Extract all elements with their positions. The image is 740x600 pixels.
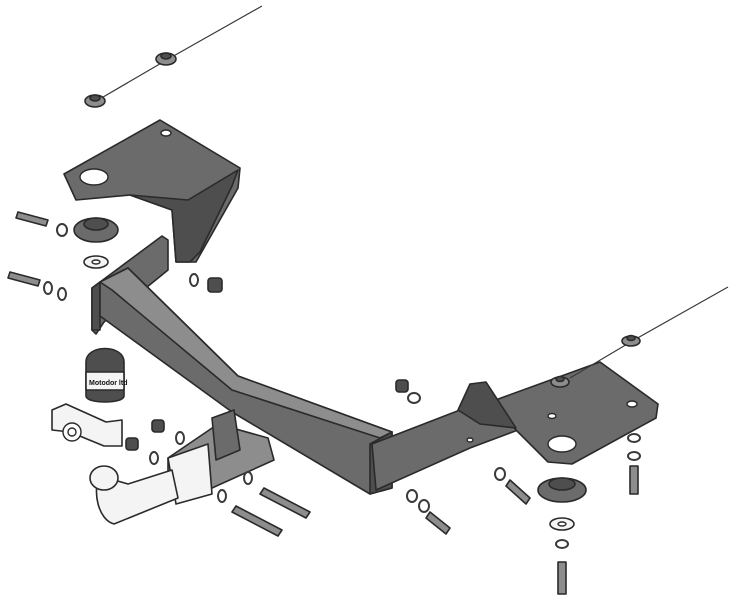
left-mounting-bracket <box>63 119 241 263</box>
socket-bracket <box>51 403 123 447</box>
right-mounting-plate <box>371 361 659 491</box>
ball-cap: Motodor ltd <box>85 347 128 403</box>
towball-socket <box>167 409 275 505</box>
right-hardware <box>395 379 641 595</box>
left-hardware <box>7 211 311 537</box>
cap-label: Motodor ltd <box>89 380 128 387</box>
upper-left-wire-assembly <box>84 5 263 108</box>
towball <box>89 465 179 525</box>
right-wire-assembly <box>550 286 729 388</box>
